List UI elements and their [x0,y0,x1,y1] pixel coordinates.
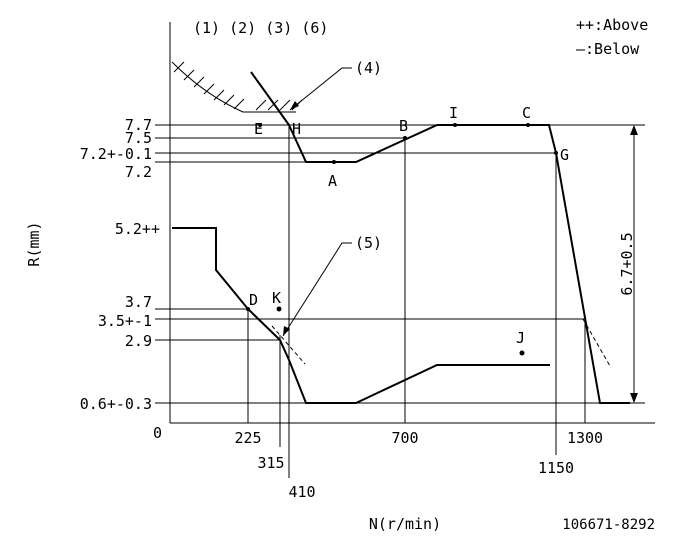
y-tick-labels: 7.7 7.5 7.2+-0.1 7.2 5.2++ 3.7 3.5+-1 2.… [80,116,162,442]
point-label-a: A [328,172,337,190]
y-tick-label: 3.7 [125,293,152,311]
dimension-label: 6.7+0.5 [618,232,636,295]
label-items-1-2-3-6: (1) (2) (3) (6) [193,19,328,37]
x-tick-label: 700 [391,429,418,447]
y-tick-label: 5.2++ [115,220,160,238]
point-markers [246,123,558,356]
tolerance-dashes [271,318,611,367]
y-tick-label: 3.5+-1 [98,312,152,330]
point-label-i: I [449,104,458,122]
point-label-g: G [560,146,569,164]
point-label-c: C [522,104,531,122]
point-label-k: K [272,289,281,307]
x-tick-label: 410 [288,483,315,501]
upper-characteristic-curve [250,71,630,404]
y-tick-label: 7.2 [125,163,152,181]
x-tick-label: 1150 [538,459,574,477]
x-tick-labels: 225 315 410 700 1150 1300 [234,429,603,501]
y-tick-label: 7.5 [125,129,152,147]
y-tick-label: 0.6+-0.3 [80,395,152,413]
hatched-stop-area [171,61,303,113]
legend-above: ++:Above [576,16,648,34]
point-labels: E H A B I C G D K J [249,104,569,347]
point-label-j: J [516,329,525,347]
y-tick-label: 7.2+-0.1 [80,145,152,163]
x-axis-title: N(r/min) [369,515,441,533]
y-tick-label: 2.9 [125,332,152,350]
point-label-h: H [292,120,301,138]
vertical-reference-lines [247,125,586,478]
horizontal-reference-lines [155,124,645,404]
lower-characteristic-curve [172,227,550,404]
y-tick-label: 7.7 [125,116,152,134]
x-tick-label: 315 [257,454,284,472]
legend-below: —:Below [576,40,640,58]
dimension-marker: 6.7+0.5 [618,125,638,403]
axes [169,22,655,424]
label-item-5: (5) [355,234,382,252]
leader-arrows [282,67,352,337]
y-axis-title: R(mm) [25,221,43,266]
point-label-e: E [254,120,263,138]
x-tick-label: 225 [234,429,261,447]
point-label-d: D [249,291,258,309]
x-tick-label: 1300 [567,429,603,447]
label-item-4: (4) [355,59,382,77]
part-number: 106671-8292 [562,517,655,533]
point-label-b: B [399,117,408,135]
origin-label: 0 [153,424,162,442]
